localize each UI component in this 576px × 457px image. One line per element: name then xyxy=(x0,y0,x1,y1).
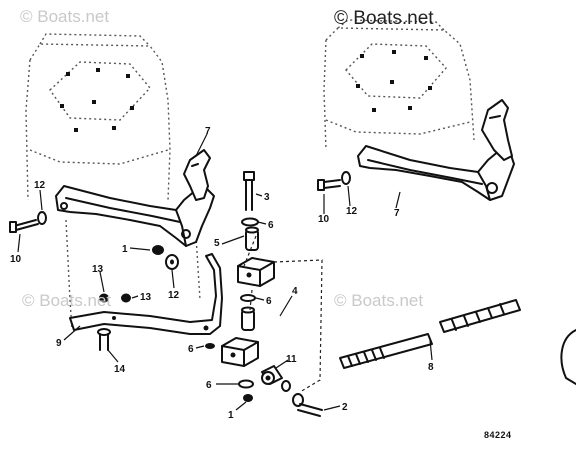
washer-12-mid xyxy=(165,254,179,270)
washer-6-mid xyxy=(240,294,256,302)
callout-14: 14 xyxy=(114,364,126,375)
callout-8: 8 xyxy=(428,362,434,373)
bolt-14 xyxy=(97,328,111,351)
callout-6-top: 6 xyxy=(268,220,274,231)
bolt-2 xyxy=(292,393,323,417)
bracket-right xyxy=(357,99,515,201)
callout-1-bottom: 1 xyxy=(228,410,234,421)
nut-1-top xyxy=(152,245,164,255)
leader-lines xyxy=(17,133,433,411)
callout-4: 4 xyxy=(292,286,298,297)
washer-12-right xyxy=(341,171,351,185)
callout-6-mid: 6 xyxy=(266,296,272,307)
callout-6-bottom: 6 xyxy=(206,380,212,391)
callout-6-low: 6 xyxy=(188,344,194,355)
bracket-left xyxy=(55,149,215,247)
figure-number: 84224 xyxy=(484,430,512,440)
nut-1-bottom xyxy=(243,394,253,402)
nut-13-a xyxy=(99,293,109,303)
callout-13-a: 13 xyxy=(92,264,104,275)
callout-10-left: 10 xyxy=(10,254,22,265)
strap-9 xyxy=(69,253,223,335)
callout-12-right: 12 xyxy=(346,206,358,217)
washer-6-top xyxy=(241,217,259,227)
bolt-10-left xyxy=(9,219,39,233)
watermark: © Boats.net xyxy=(22,291,111,310)
edge-fragment xyxy=(560,329,576,385)
block-4-upper xyxy=(237,257,275,287)
callout-12-mid: 12 xyxy=(168,290,180,301)
callout-7-right: 7 xyxy=(394,208,400,219)
callout-11: 11 xyxy=(286,354,297,365)
nut-13-b xyxy=(121,293,131,303)
bolt-10-right xyxy=(317,179,341,191)
callout-2: 2 xyxy=(342,402,348,413)
washer-12-left xyxy=(37,211,47,225)
callout-3: 3 xyxy=(264,192,270,203)
callout-5: 5 xyxy=(214,238,220,249)
watermark: © Boats.net xyxy=(334,8,434,29)
washer-6-bottom xyxy=(238,379,254,389)
bolt-3 xyxy=(243,171,255,211)
block-4-lower xyxy=(221,337,259,367)
spacer-5-upper xyxy=(245,226,259,251)
callout-12-left: 12 xyxy=(34,180,46,191)
watermark: © Boats.net xyxy=(334,291,423,310)
engine-block-left-outline xyxy=(25,33,201,331)
washer-6-low xyxy=(205,343,215,349)
callout-10-right: 10 xyxy=(318,214,330,225)
callout-9: 9 xyxy=(56,338,62,349)
callout-13-b: 13 xyxy=(140,292,152,303)
spacer-5-lower xyxy=(241,306,255,331)
rod-8 xyxy=(339,299,521,369)
callout-7-left: 7 xyxy=(205,126,211,137)
callout-1-top: 1 xyxy=(122,244,128,255)
engine-block-right-outline xyxy=(323,19,475,151)
assembly-guide-line xyxy=(273,259,323,393)
assembly-guide-line-2 xyxy=(243,235,257,267)
watermark: © Boats.net xyxy=(20,7,109,26)
bushing-11 xyxy=(261,365,291,392)
